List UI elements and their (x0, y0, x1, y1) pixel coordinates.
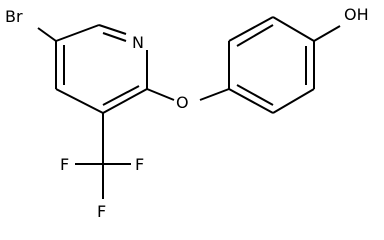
bromine-label: Br (5, 7, 23, 26)
fluorine-bottom-label: F (97, 202, 106, 221)
nitrogen-label: N (132, 33, 144, 52)
fluorine-right-label: F (135, 155, 144, 174)
fluorine-left-label: F (60, 155, 69, 174)
bond-p2-p3 (228, 16, 274, 42)
bond-c5-br (37, 27, 57, 42)
bond-p3-p4 (272, 16, 315, 42)
pyridine-ring (55, 24, 148, 114)
bond-p5-p6 (272, 88, 315, 114)
bond-p6-p1-inner (236, 84, 274, 106)
hydroxyl-label: OH (344, 5, 369, 24)
bond-c5-c6 (55, 24, 100, 42)
structure-svg: Br N O OH F F F (5, 5, 369, 221)
phenol-ring (228, 16, 315, 114)
bond-c6-n-inner (102, 32, 127, 42)
bond-p4-oh (313, 25, 341, 42)
bond-c2-c3 (102, 88, 148, 114)
ether-oxygen-label: O (176, 93, 189, 112)
bond-p6-p1 (228, 88, 274, 114)
bond-p2-p3-inner (236, 24, 274, 47)
bond-c2-c3-inner (102, 85, 140, 106)
molecule-diagram: Br N O OH F F F (5, 5, 369, 221)
bond-c3-c4 (55, 88, 104, 114)
bond-o-cphenyl (199, 88, 230, 101)
bond-c6-n (98, 24, 127, 35)
bond-c2-o (146, 88, 175, 101)
